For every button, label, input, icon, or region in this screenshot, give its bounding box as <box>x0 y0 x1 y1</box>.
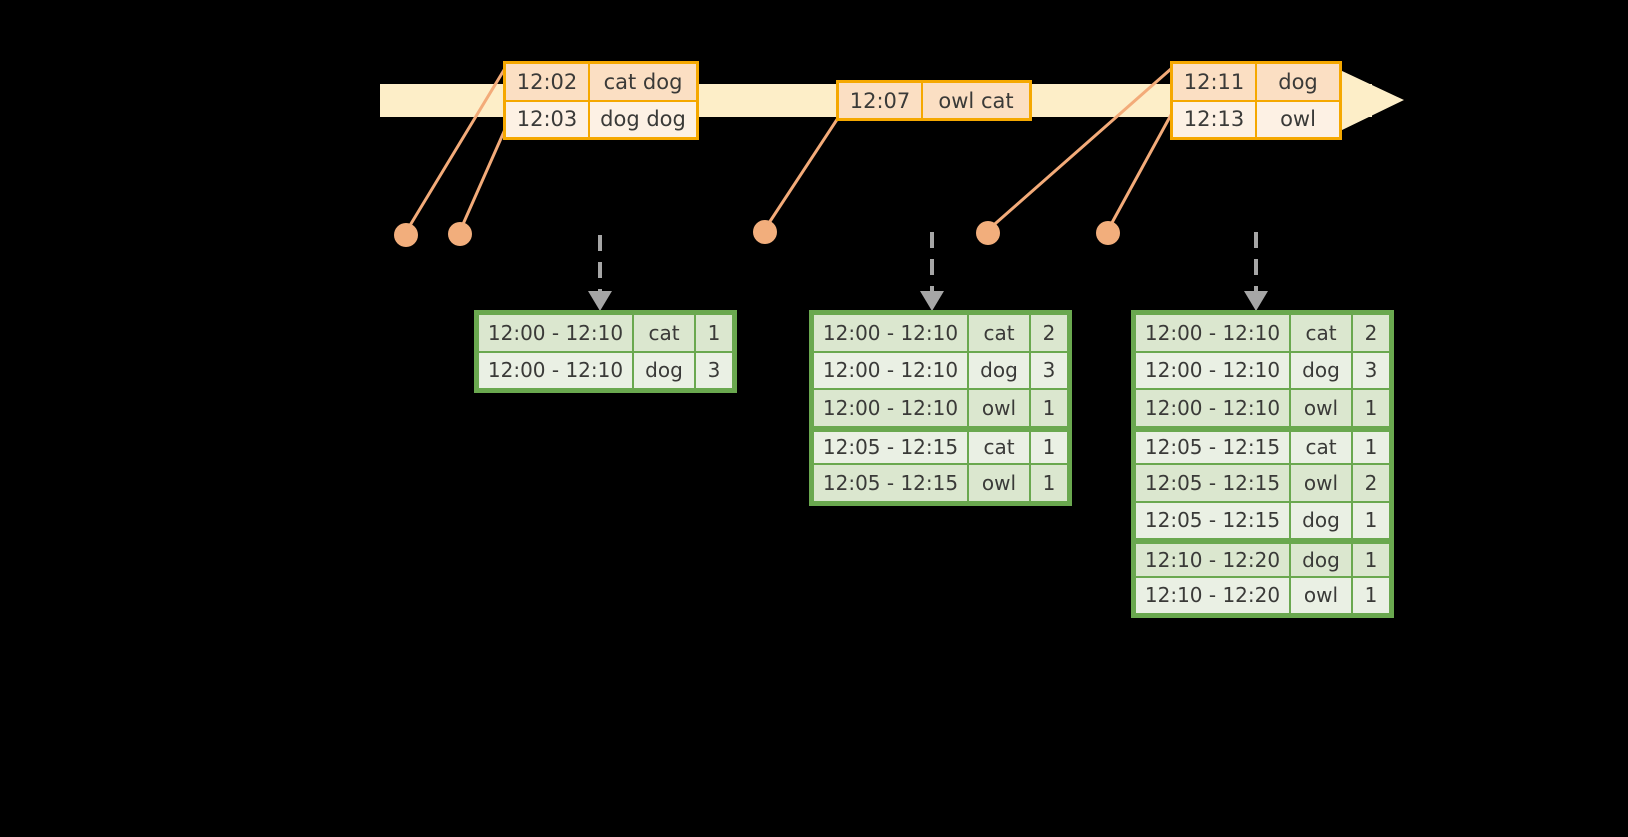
event-row[interactable]: 12:13 owl <box>1173 99 1339 137</box>
event-row[interactable]: 12:03 dog dog <box>506 99 696 137</box>
cell-count: 1 <box>695 314 733 352</box>
event-row[interactable]: 12:07 owl cat <box>839 83 1029 118</box>
cell-window: 12:10 - 12:20 <box>1135 543 1290 577</box>
cell-count: 2 <box>1352 464 1390 502</box>
cell-word: cat <box>1290 314 1352 352</box>
cell-window: 12:05 - 12:15 <box>1135 464 1290 502</box>
connector-12-02 <box>404 68 506 234</box>
marker-12-07 <box>753 220 777 244</box>
event-row[interactable]: 12:11 dog <box>1173 64 1339 100</box>
dashed-arrow-table-2 <box>920 232 944 311</box>
dashed-arrow-table-3 <box>1244 232 1268 311</box>
event-group-3[interactable]: 12:11 dog 12:13 owl <box>1170 61 1342 140</box>
event-time: 12:11 <box>1173 64 1257 100</box>
cell-count: 1 <box>1352 543 1390 577</box>
cell-window: 12:00 - 12:10 <box>1135 389 1290 427</box>
event-words: owl <box>1257 101 1339 137</box>
cell-count: 1 <box>1030 389 1068 427</box>
event-time: 12:02 <box>506 64 590 100</box>
event-words: cat dog <box>590 64 696 100</box>
cell-count: 1 <box>1352 389 1390 427</box>
cell-window: 12:00 - 12:10 <box>1135 351 1290 389</box>
cell-window: 12:00 - 12:10 <box>813 389 968 427</box>
cell-word: owl <box>1290 464 1352 502</box>
cell-window: 12:00 - 12:10 <box>478 351 633 389</box>
cell-window: 12:00 - 12:10 <box>1135 314 1290 352</box>
cell-count: 1 <box>1352 501 1390 539</box>
cell-count: 3 <box>695 351 733 389</box>
cell-window: 12:10 - 12:20 <box>1135 576 1290 614</box>
cell-window: 12:00 - 12:10 <box>813 351 968 389</box>
event-words: dog dog <box>590 101 696 137</box>
cell-word: cat <box>1290 430 1352 464</box>
marker-12-13 <box>1096 221 1120 245</box>
cell-count: 1 <box>1030 464 1068 502</box>
cell-count: 2 <box>1352 314 1390 352</box>
dashed-arrow-table-1 <box>588 235 612 311</box>
cell-count: 1 <box>1352 576 1390 614</box>
event-time: 12:07 <box>839 83 923 118</box>
cell-word: dog <box>1290 501 1352 539</box>
connector-12-13 <box>1106 111 1174 232</box>
cell-window: 12:05 - 12:15 <box>813 430 968 464</box>
cell-count: 3 <box>1030 351 1068 389</box>
event-words: dog <box>1257 64 1339 100</box>
marker-12-02 <box>394 223 418 247</box>
cell-word: cat <box>968 430 1030 464</box>
event-words: owl cat <box>923 83 1029 118</box>
cell-window: 12:05 - 12:15 <box>813 464 968 502</box>
cell-window: 12:00 - 12:10 <box>478 314 633 352</box>
cell-word: dog <box>1290 351 1352 389</box>
cell-count: 1 <box>1352 430 1390 464</box>
cell-word: owl <box>968 389 1030 427</box>
cell-word: dog <box>968 351 1030 389</box>
marker-12-11 <box>976 221 1000 245</box>
cell-count: 1 <box>1030 430 1068 464</box>
connector-12-07 <box>763 116 840 231</box>
cell-word: cat <box>968 314 1030 352</box>
cell-word: dog <box>1290 543 1352 577</box>
event-time: 12:13 <box>1173 101 1257 137</box>
cell-word: dog <box>633 351 695 389</box>
cell-word: owl <box>968 464 1030 502</box>
cell-window: 12:00 - 12:10 <box>813 314 968 352</box>
cell-window: 12:05 - 12:15 <box>1135 501 1290 539</box>
cell-word: cat <box>633 314 695 352</box>
cell-window: 12:05 - 12:15 <box>1135 430 1290 464</box>
cell-word: owl <box>1290 576 1352 614</box>
cell-count: 2 <box>1030 314 1068 352</box>
event-time: 12:03 <box>506 101 590 137</box>
event-markers <box>394 220 1120 247</box>
cell-word: owl <box>1290 389 1352 427</box>
event-group-2[interactable]: 12:07 owl cat <box>836 80 1032 121</box>
dashed-arrows <box>588 232 1268 311</box>
marker-12-03 <box>448 222 472 246</box>
cell-count: 3 <box>1352 351 1390 389</box>
event-row[interactable]: 12:02 cat dog <box>506 64 696 100</box>
event-group-1[interactable]: 12:02 cat dog 12:03 dog dog <box>503 61 699 140</box>
